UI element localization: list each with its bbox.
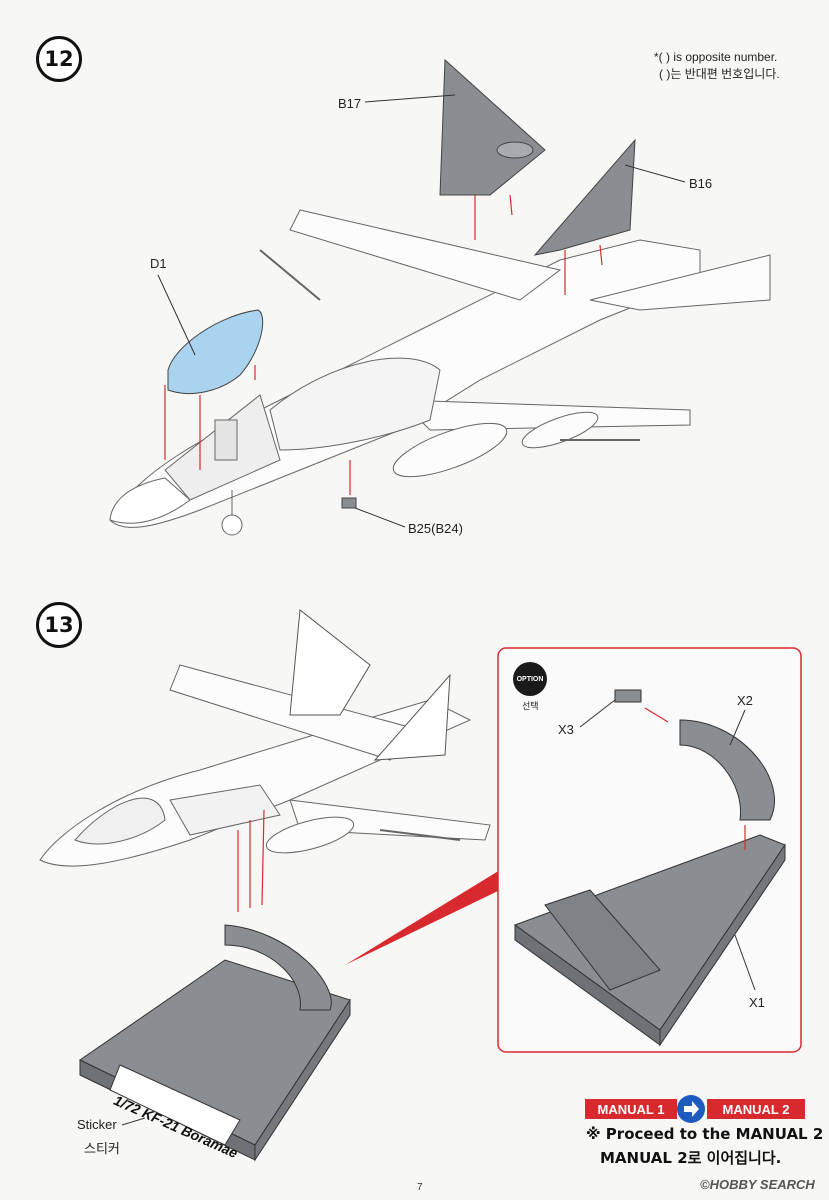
step13-aircraft xyxy=(39,664,491,867)
opposite-note-ko: ( )는 반대편 번호입니다. xyxy=(659,67,780,81)
option-sublabel: 선택 xyxy=(522,701,539,711)
display-stand xyxy=(79,924,351,1162)
sticker-label-en: Sticker xyxy=(77,1117,117,1132)
step-13-badge: 13 xyxy=(36,602,82,648)
option-stand-parts xyxy=(513,689,786,1047)
page-number: 7 xyxy=(417,1182,423,1193)
part-d1-canopy xyxy=(167,309,264,394)
step-12-badge: 12 xyxy=(36,36,82,82)
part-b17-fin xyxy=(439,58,546,196)
opposite-note-en: *( ) is opposite number. xyxy=(654,50,778,64)
watermark: ©HOBBY SEARCH xyxy=(700,1177,815,1192)
option-badge: OPTION xyxy=(513,662,547,696)
sticker-label-ko: 스티커 xyxy=(84,1141,120,1156)
step12-aircraft xyxy=(109,209,771,536)
part-label-x2: X2 xyxy=(737,693,753,708)
part-label-b17: B17 xyxy=(338,96,362,111)
part-b16-fin xyxy=(533,138,636,256)
arrow-right-icon xyxy=(677,1095,705,1123)
part-label-x3: X3 xyxy=(558,722,574,737)
proceed-text-en: ※ Proceed to the MANUAL 2 xyxy=(586,1125,824,1143)
proceed-text-ko: MANUAL 2로 이어집니다. xyxy=(600,1149,782,1167)
part-b25 xyxy=(341,497,357,509)
part-label-x1: X1 xyxy=(749,995,765,1010)
part-label-d1: D1 xyxy=(150,256,167,271)
manual-1-label: MANUAL 1 xyxy=(585,1099,677,1119)
manual-2-label: MANUAL 2 xyxy=(707,1099,805,1119)
part-label-b16: B16 xyxy=(689,176,713,191)
part-label-b25: B25(B24) xyxy=(408,521,463,536)
